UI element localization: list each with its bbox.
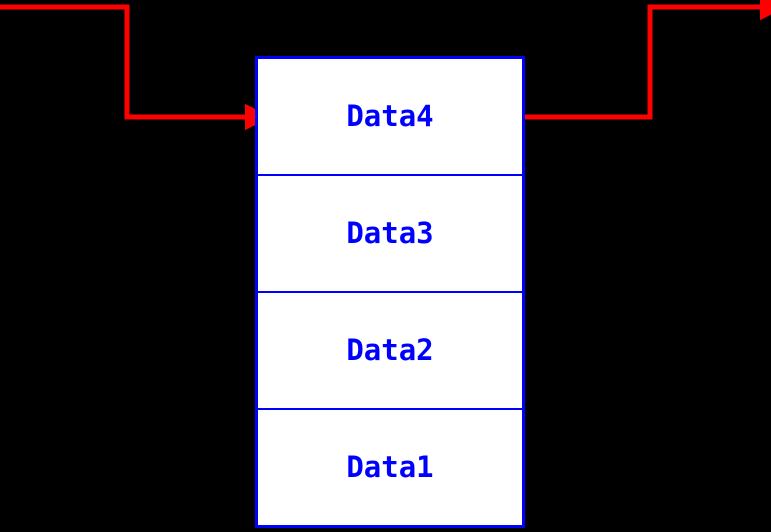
stack-cell-label-2: Data2 <box>346 333 434 367</box>
stack-cell-label-3: Data3 <box>346 216 434 250</box>
output-arrow-path <box>524 0 771 120</box>
stack-cell-2: Data2 <box>258 293 522 410</box>
input-arrow-path <box>0 4 271 131</box>
stack-cell-4: Data4 <box>258 59 522 176</box>
stack-cell-1: Data1 <box>258 410 522 525</box>
stack-cell-label-1: Data1 <box>346 450 434 484</box>
stack-cell-label-4: Data4 <box>346 99 434 133</box>
data-stack-container: Data4 Data3 Data2 Data1 <box>255 56 525 528</box>
stack-cell-3: Data3 <box>258 176 522 293</box>
